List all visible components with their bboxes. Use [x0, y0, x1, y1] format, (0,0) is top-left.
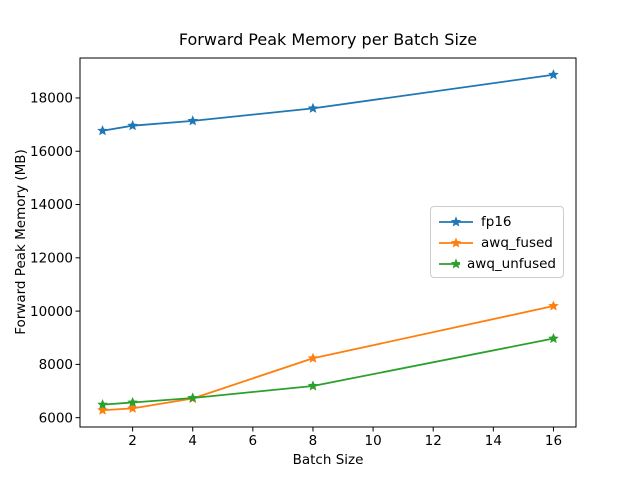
data-point-awq_fused-x2 — [127, 402, 138, 413]
data-point-awq_unfused-x8 — [307, 380, 319, 391]
legend-item-fp16: fp16 — [438, 211, 556, 232]
y-tick-label: 14000 — [30, 197, 73, 213]
legend-line-swatch-fp16 — [439, 216, 473, 227]
x-tick-label: 4 — [188, 433, 197, 449]
legend-line-swatch-awq_unfused — [439, 258, 461, 269]
legend: fp16 awq_fused awq_unfused — [430, 206, 564, 278]
series-line-awq_fused — [102, 305, 554, 412]
legend-star-icon — [450, 216, 462, 227]
data-point-awq_fused-x8 — [307, 352, 319, 363]
data-point-fp16-x1 — [97, 125, 108, 136]
x-tick-label: 2 — [128, 433, 137, 449]
x-tick-label: 12 — [425, 433, 442, 449]
chart-title: Forward Peak Memory per Batch Size — [178, 30, 478, 49]
data-point-awq_fused-x1 — [97, 404, 108, 415]
series-line-fp16 — [102, 73, 554, 132]
y-tick-label: 12000 — [30, 251, 73, 267]
y-tick-label: 10000 — [30, 304, 73, 320]
x-tick-label: 8 — [309, 433, 318, 449]
data-point-awq_unfused-x4 — [187, 392, 199, 403]
legend-item-awq_fused: awq_fused — [438, 232, 556, 253]
data-point-awq_unfused-x2 — [127, 396, 138, 408]
data-point-fp16-x2 — [127, 120, 138, 131]
data-point-fp16-x16 — [548, 69, 559, 80]
y-tick-label: 8000 — [39, 357, 73, 373]
x-axis-label: Batch Size — [292, 452, 364, 468]
legend-line-swatch-awq_fused — [439, 237, 473, 248]
legend-item-awq_unfused: awq_unfused — [438, 254, 556, 275]
series-line-awq_unfused — [102, 337, 554, 406]
x-tick-label: 6 — [249, 433, 258, 449]
y-tick-label: 6000 — [39, 410, 73, 426]
y-tick-label: 16000 — [30, 144, 73, 160]
x-tick-label: 10 — [364, 433, 381, 449]
axes-frame — [79, 57, 577, 428]
y-axis-label: Forward Peak Memory (MB) — [13, 149, 29, 335]
legend-star-icon — [450, 237, 462, 248]
legend-label-awq_unfused: awq_unfused — [467, 256, 556, 273]
x-tick-label: 14 — [485, 433, 502, 449]
y-tick-label: 18000 — [30, 91, 73, 107]
data-point-awq_unfused-x1 — [97, 399, 108, 410]
legend-label-awq_fused: awq_fused — [481, 234, 553, 251]
legend-star-icon — [450, 258, 461, 269]
data-point-fp16-x4 — [187, 115, 199, 126]
data-point-awq_unfused-x16 — [548, 332, 559, 344]
legend-label-fp16: fp16 — [481, 213, 512, 230]
x-tick-label: 16 — [545, 433, 562, 449]
data-point-awq_fused-x16 — [548, 300, 559, 311]
data-point-fp16-x8 — [307, 102, 319, 113]
